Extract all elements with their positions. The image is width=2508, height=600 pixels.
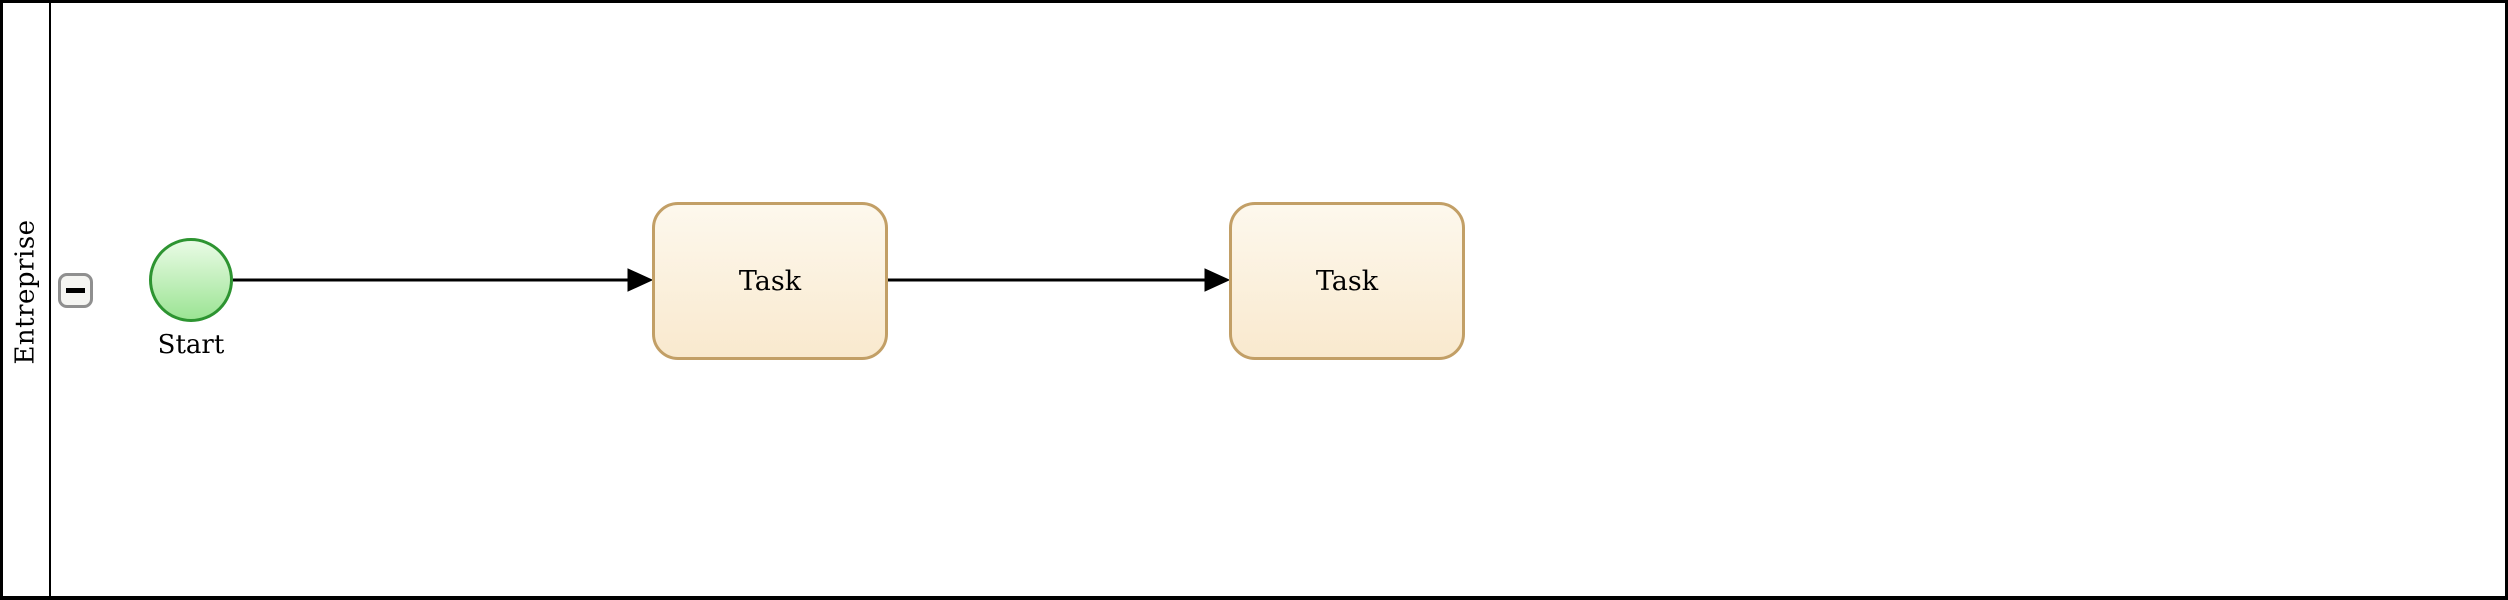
arrowhead-icon	[627, 268, 654, 292]
task-node-2[interactable]: Task	[1229, 202, 1465, 360]
task-node-1[interactable]: Task	[652, 202, 888, 360]
arrowhead-icon	[1204, 268, 1231, 292]
task-1-label: Task	[738, 265, 802, 297]
task-2-label: Task	[1315, 265, 1379, 297]
minus-icon	[66, 288, 85, 293]
sequence-flow-start-to-task1[interactable]	[233, 268, 654, 292]
start-event-node[interactable]	[149, 238, 233, 322]
start-event-label: Start	[157, 330, 225, 360]
pool-label: Entreprise	[11, 218, 42, 365]
pool-collapse-button[interactable]	[58, 273, 93, 308]
pool-label-strip[interactable]: Entreprise	[3, 3, 51, 596]
sequence-flow-task1-to-task2[interactable]	[888, 268, 1231, 292]
